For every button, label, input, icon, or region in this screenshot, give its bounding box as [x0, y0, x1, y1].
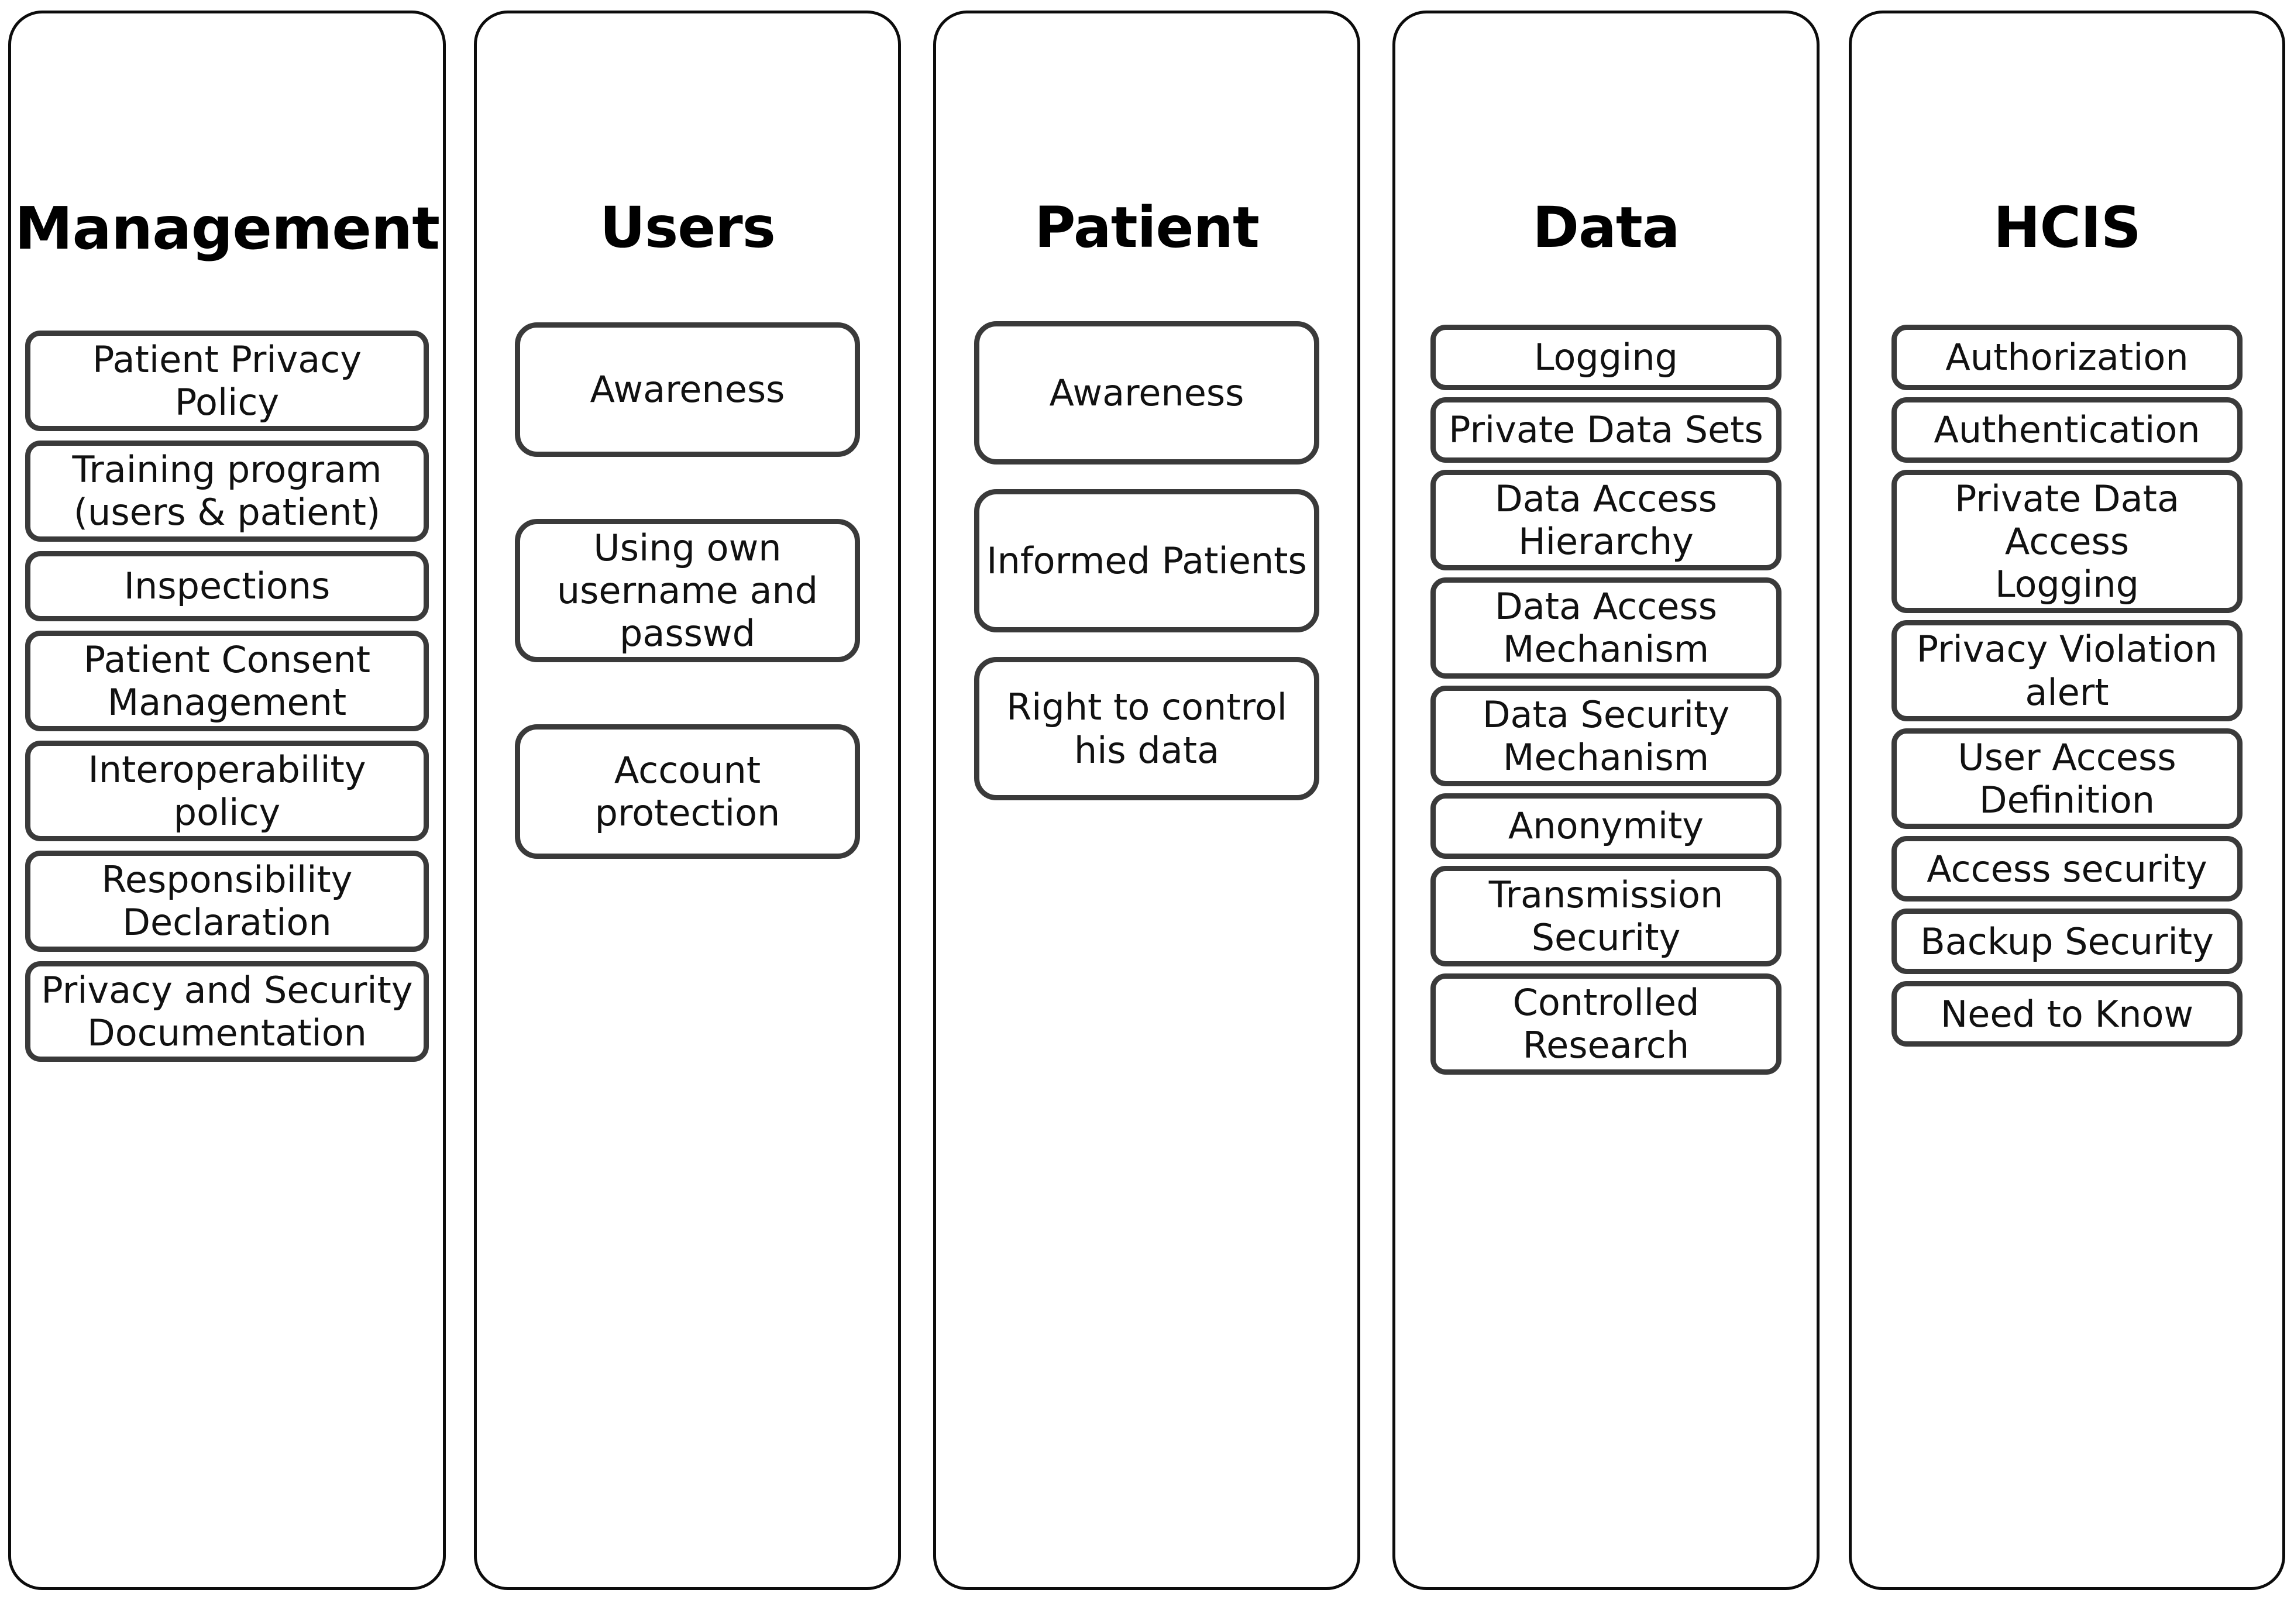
column-hcis: HCIS Authorization Authentication Privat…: [1849, 11, 2285, 1590]
column-users: Users Awareness Using own username and p…: [474, 11, 901, 1590]
item-logging[interactable]: Logging: [1430, 325, 1781, 390]
item-patient-privacy-policy[interactable]: Patient Privacy Policy: [25, 331, 429, 432]
column-title-data: Data: [1532, 195, 1680, 260]
item-data-access-hierarchy[interactable]: Data Access Hierarchy: [1430, 470, 1781, 571]
item-using-own-username-and-passwd[interactable]: Using own username and passwd: [515, 519, 860, 663]
item-informed-patients[interactable]: Informed Patients: [974, 489, 1319, 632]
item-private-data-sets[interactable]: Private Data Sets: [1430, 397, 1781, 463]
item-anonymity[interactable]: Anonymity: [1430, 793, 1781, 859]
item-responsibility-declaration[interactable]: Responsibility Declaration: [25, 851, 429, 952]
item-authentication[interactable]: Authentication: [1891, 397, 2243, 463]
column-items-hcis: Authorization Authentication Private Dat…: [1852, 325, 2282, 1047]
column-title-hcis: HCIS: [1993, 195, 2141, 260]
item-right-to-control-his-data[interactable]: Right to control his data: [974, 657, 1319, 800]
item-user-access-definition[interactable]: User Access Definition: [1891, 728, 2243, 830]
column-title-management: Management: [14, 194, 440, 263]
item-transmission-security[interactable]: Transmission Security: [1430, 865, 1781, 967]
item-data-access-mechanism[interactable]: Data Access Mechanism: [1430, 577, 1781, 679]
item-patient-awareness[interactable]: Awareness: [974, 321, 1319, 465]
column-items-users: Awareness Using own username and passwd …: [477, 322, 898, 859]
item-privacy-violation-alert[interactable]: Privacy Violation alert: [1891, 620, 2243, 721]
item-backup-security[interactable]: Backup Security: [1891, 909, 2243, 975]
item-access-security[interactable]: Access security: [1891, 836, 2243, 902]
item-need-to-know[interactable]: Need to Know: [1891, 981, 2243, 1047]
column-data: Data Logging Private Data Sets Data Acce…: [1392, 11, 1820, 1590]
item-account-protection[interactable]: Account protection: [515, 724, 860, 859]
item-private-data-access-logging[interactable]: Private Data Access Logging: [1891, 470, 2243, 614]
column-title-patient: Patient: [1034, 195, 1260, 260]
column-management: Management Patient Privacy Policy Traini…: [8, 11, 446, 1590]
item-users-awareness[interactable]: Awareness: [515, 322, 860, 457]
item-privacy-and-security-documentation[interactable]: Privacy and Security Documentation: [25, 961, 429, 1062]
item-patient-consent-management[interactable]: Patient Consent Management: [25, 630, 429, 731]
item-interoperability-policy[interactable]: Interoperability policy: [25, 740, 429, 842]
column-items-management: Patient Privacy Policy Training program …: [11, 331, 443, 1062]
column-patient: Patient Awareness Informed Patients Righ…: [933, 11, 1360, 1590]
item-controlled-research[interactable]: Controlled Research: [1430, 973, 1781, 1075]
column-title-users: Users: [600, 195, 776, 260]
item-data-security-mechanism[interactable]: Data Security Mechanism: [1430, 685, 1781, 786]
item-inspections[interactable]: Inspections: [25, 550, 429, 621]
column-items-data: Logging Private Data Sets Data Access Hi…: [1395, 325, 1817, 1075]
item-training-program[interactable]: Training program (users & patient): [25, 441, 429, 542]
item-authorization[interactable]: Authorization: [1891, 325, 2243, 390]
column-items-patient: Awareness Informed Patients Right to con…: [936, 321, 1357, 800]
